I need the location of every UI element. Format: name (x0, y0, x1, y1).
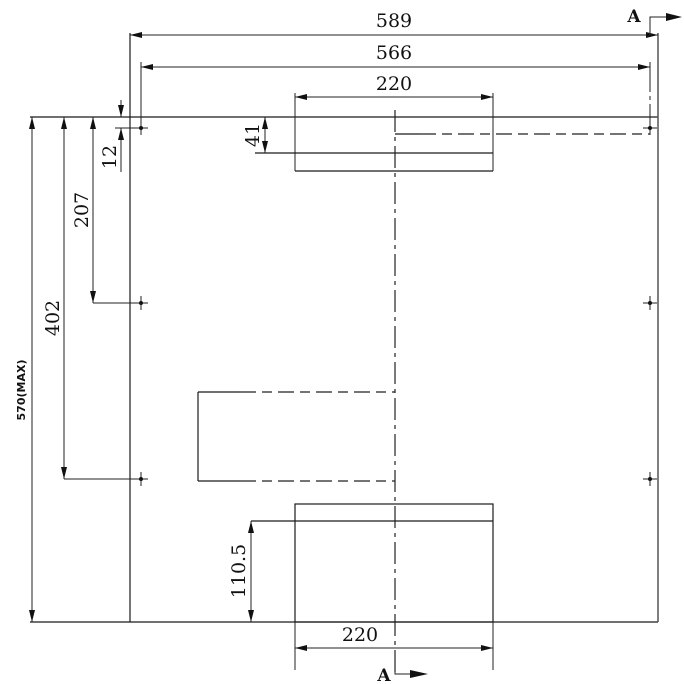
dim-overall-width: 589 (130, 10, 658, 38)
mounting-hole-icon (134, 472, 148, 486)
svg-text:570(MAX): 570(MAX) (15, 360, 28, 421)
bottom-opening: 220 (251, 503, 494, 670)
section-marker-bottom: A (376, 660, 428, 684)
mounting-holes (134, 121, 657, 486)
dim-110-5-text: 110.5 (228, 544, 250, 598)
dim-12-text: 12 (99, 145, 121, 169)
dim-589-text: 589 (376, 10, 412, 32)
dim-hole-1-to-3: 402 (42, 117, 147, 480)
dim-41-text: 41 (242, 123, 264, 147)
section-label-bottom: A (376, 666, 391, 684)
dim-hole-1-to-2: 207 (71, 117, 147, 304)
dim-edge-to-hole: 12 (99, 100, 141, 172)
mounting-hole-icon (643, 296, 657, 310)
hidden-rear-cutout (197, 391, 395, 482)
dim-220-top-text: 220 (376, 73, 412, 95)
dim-220-bottom-text: 220 (342, 624, 378, 646)
mounting-hole-icon (643, 472, 657, 486)
dim-overall-height: 570(MAX) (15, 117, 35, 622)
section-marker-top: A (626, 7, 682, 35)
mounting-hole-icon (134, 296, 148, 310)
dim-207-text: 207 (71, 192, 93, 228)
dim-top-opening-depth: 41 (242, 117, 268, 153)
dim-hole-spacing-width: 566 (140, 42, 651, 131)
dim-570-note: (MAX) (15, 360, 28, 398)
mounting-hole-icon (643, 121, 657, 135)
top-opening: 220 (255, 73, 651, 172)
dim-402-text: 402 (42, 300, 64, 336)
mounting-hole-icon (134, 121, 148, 135)
dim-566-text: 566 (376, 42, 412, 64)
section-label-top: A (626, 7, 641, 27)
dim-bottom-opening-height: 110.5 (228, 521, 254, 622)
enclosure-outline (30, 33, 659, 623)
dim-570-text: 570 (15, 397, 28, 420)
